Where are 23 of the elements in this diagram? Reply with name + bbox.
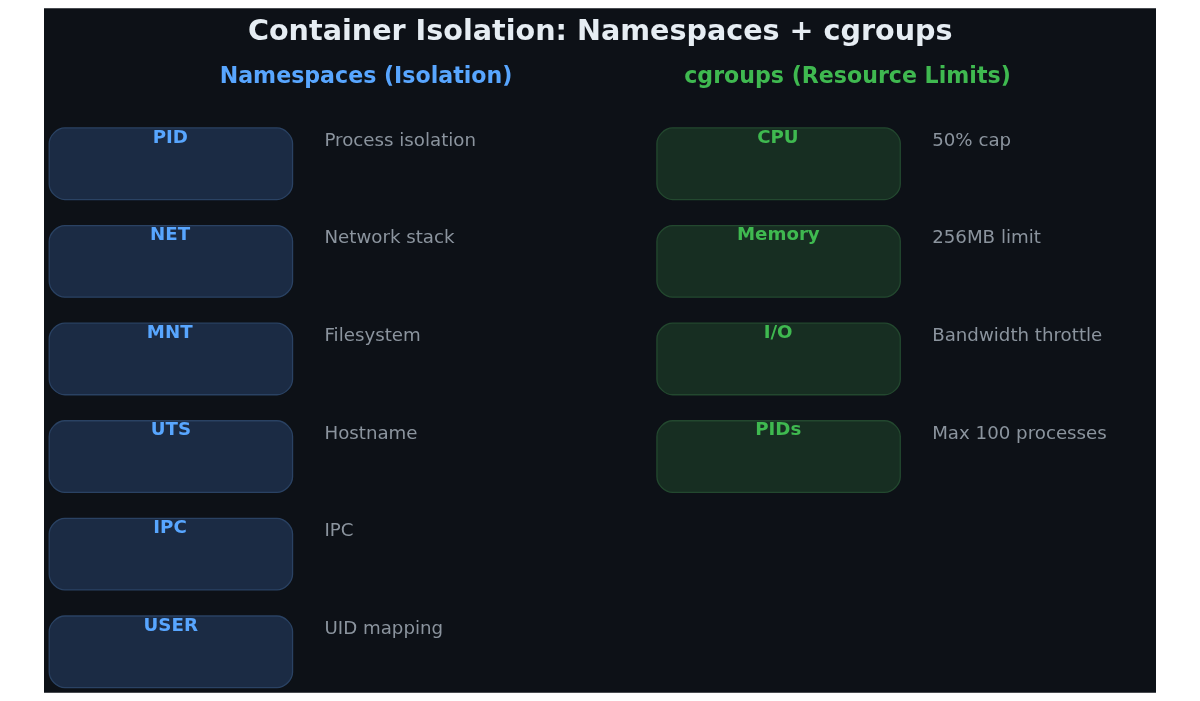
node-box: NET	[48, 224, 294, 298]
node-box: UTS	[48, 420, 294, 493]
node-label: UID mapping	[324, 616, 444, 638]
node-box: PID	[48, 127, 294, 201]
node-label: Hostname	[324, 421, 418, 443]
node-label: IPC	[324, 519, 354, 541]
node-box: USER	[48, 615, 294, 689]
node-box: IPC	[48, 517, 294, 591]
node-box: MNT	[48, 322, 294, 396]
node-box: PIDs	[656, 420, 901, 493]
diagram-title: Container Isolation: Namespaces + cgroups	[247, 13, 953, 48]
node-label: Process isolation	[324, 128, 477, 150]
node-label: 256MB limit	[932, 226, 1041, 248]
node-label: 50% cap	[932, 128, 1012, 150]
label: cgroups (Resource Limits)	[684, 61, 1011, 88]
node-label: Filesystem	[324, 324, 421, 345]
node-box: I/O	[656, 322, 901, 396]
node-label: Network stack	[324, 226, 455, 248]
node-box: Memory	[656, 224, 901, 298]
label: Namespaces (Isolation)	[219, 61, 513, 88]
node-box: CPU	[656, 127, 901, 201]
node-label: Max 100 processes	[932, 421, 1107, 443]
node-label: Bandwidth throttle	[932, 324, 1103, 345]
